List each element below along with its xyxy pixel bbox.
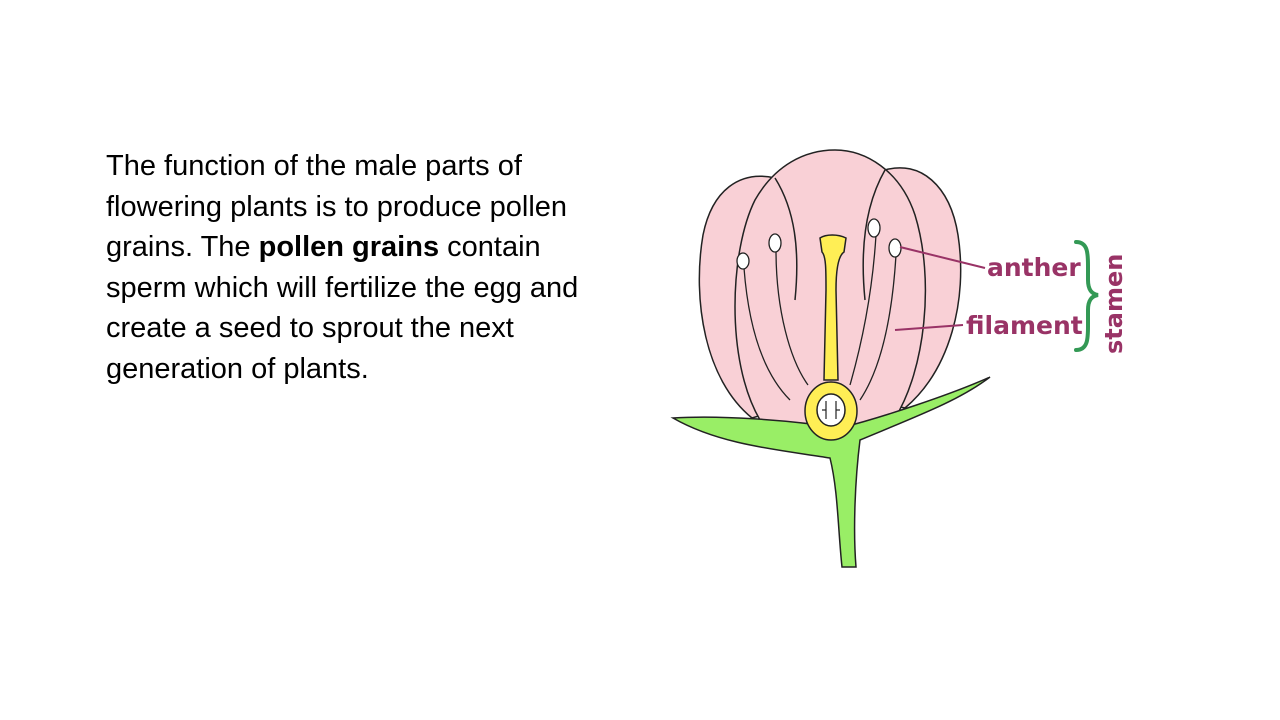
anther-1 [736, 252, 750, 270]
ovule [816, 393, 846, 427]
body-text: The function of the male parts of flower… [106, 146, 626, 389]
anther-label: anther [987, 253, 1081, 282]
filament-line-4 [859, 254, 897, 401]
style [819, 234, 847, 381]
filament-line-1 [743, 267, 791, 401]
anther-4 [888, 238, 902, 258]
body-text-part1: The function of the male parts of flower… [106, 150, 568, 263]
filament-line-2 [775, 249, 809, 386]
petal-contours [774, 169, 886, 301]
stamen-label: stamen [1100, 254, 1128, 354]
anther-2 [768, 233, 782, 253]
stamen-brace [1074, 240, 1099, 352]
flower-diagram: anther filament stamen [670, 149, 1128, 568]
filament-label: filament [966, 311, 1083, 340]
filament-pointer [894, 324, 964, 331]
filament-line-3 [849, 234, 877, 386]
pollen-grains-term: pollen grains [258, 231, 440, 263]
ovule-marks [822, 401, 840, 419]
anther-3 [867, 218, 881, 238]
pointer-lines [894, 246, 986, 331]
anther-pointer [899, 246, 986, 269]
body-text-part2: contain sperm which will fertilize the e… [106, 231, 579, 385]
pistil [804, 234, 858, 441]
filaments [743, 234, 897, 401]
petal-contour-left [774, 177, 798, 301]
petal-contour-right [862, 169, 886, 301]
anthers [736, 218, 902, 270]
